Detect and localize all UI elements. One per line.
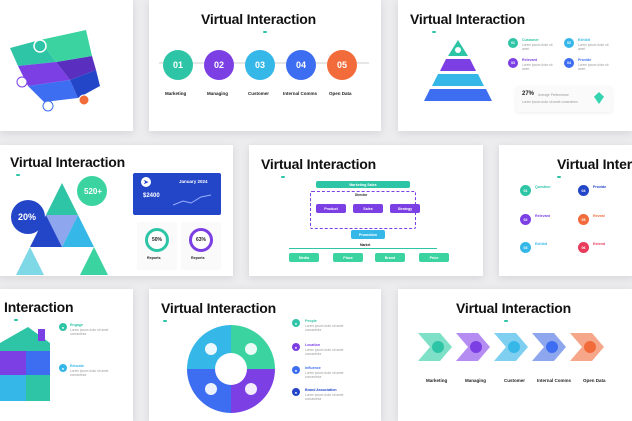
timeline-circle-04: 04: [286, 50, 316, 80]
slide-numbered-list: Virtual Interaction 01 Question 02 Relev…: [499, 145, 632, 276]
slide-title: Virtual Interaction: [161, 300, 276, 316]
timeline-circle-05: 05: [327, 50, 357, 80]
slide-title: Virtual Interaction: [201, 11, 316, 27]
slide-arrows: Virtual Interaction Marketing Managing C…: [398, 289, 632, 421]
timeline-label: Managing: [207, 91, 228, 96]
pyramid-graphic: [424, 40, 492, 101]
date-card: January 2024 $2400 ➤: [133, 173, 221, 215]
slide-title: Virtual Interaction: [557, 156, 632, 172]
timeline-circle-02: 02: [204, 50, 234, 80]
slide-org-chart: Virtual Interaction Marketing Sales Dire…: [249, 145, 483, 276]
slide-house: Interaction ● Engage Lorem ipsum dolor s…: [0, 289, 133, 421]
triangle-graphic: [11, 176, 108, 275]
slide-title: Virtual Interaction: [456, 300, 571, 316]
timeline-row: 01 02 03 04 05 Marketing Managing Custom…: [159, 46, 371, 126]
performance-card: 27% Average Performance Lorem ipsum dolo…: [516, 86, 612, 112]
report-card-1: 50% Reports: [137, 222, 177, 270]
slide-title: Virtual Interaction: [261, 156, 376, 172]
ribbon-graphic: [10, 30, 100, 112]
timeline-label: Open Data: [329, 91, 352, 96]
report-card-2: 63% Reports: [181, 222, 221, 270]
slide-stats: Virtual Interaction 20% 520+ January 202…: [0, 145, 233, 276]
stat-percent: 20%: [18, 212, 37, 222]
timeline-label: Customer: [248, 91, 270, 96]
slide-title: Virtual Interaction: [10, 154, 125, 170]
arrows-graphic: [418, 333, 604, 361]
slide-title: Virtual Interaction: [410, 11, 525, 27]
slide-title: Interaction: [4, 299, 74, 315]
slide-timeline: Virtual Interaction 01 02 03 04 05 Marke…: [149, 0, 381, 131]
timeline-circle-01: 01: [163, 50, 193, 80]
slide-pyramid: Virtual Interaction 01 Customer Lorem ip…: [398, 0, 632, 131]
navigation-icon: ➤: [141, 177, 151, 187]
gear-graphic: [187, 325, 275, 413]
timeline-label: Marketing: [165, 91, 187, 96]
slide-gear: Virtual Interaction ● People Lorem ipsum…: [149, 289, 381, 421]
house-graphic: [0, 327, 50, 401]
slide-ribbon: [0, 0, 133, 131]
timeline-label: Internal Comms: [283, 91, 318, 96]
timeline-circle-03: 03: [245, 50, 275, 80]
stat-count: 520+: [84, 187, 103, 196]
